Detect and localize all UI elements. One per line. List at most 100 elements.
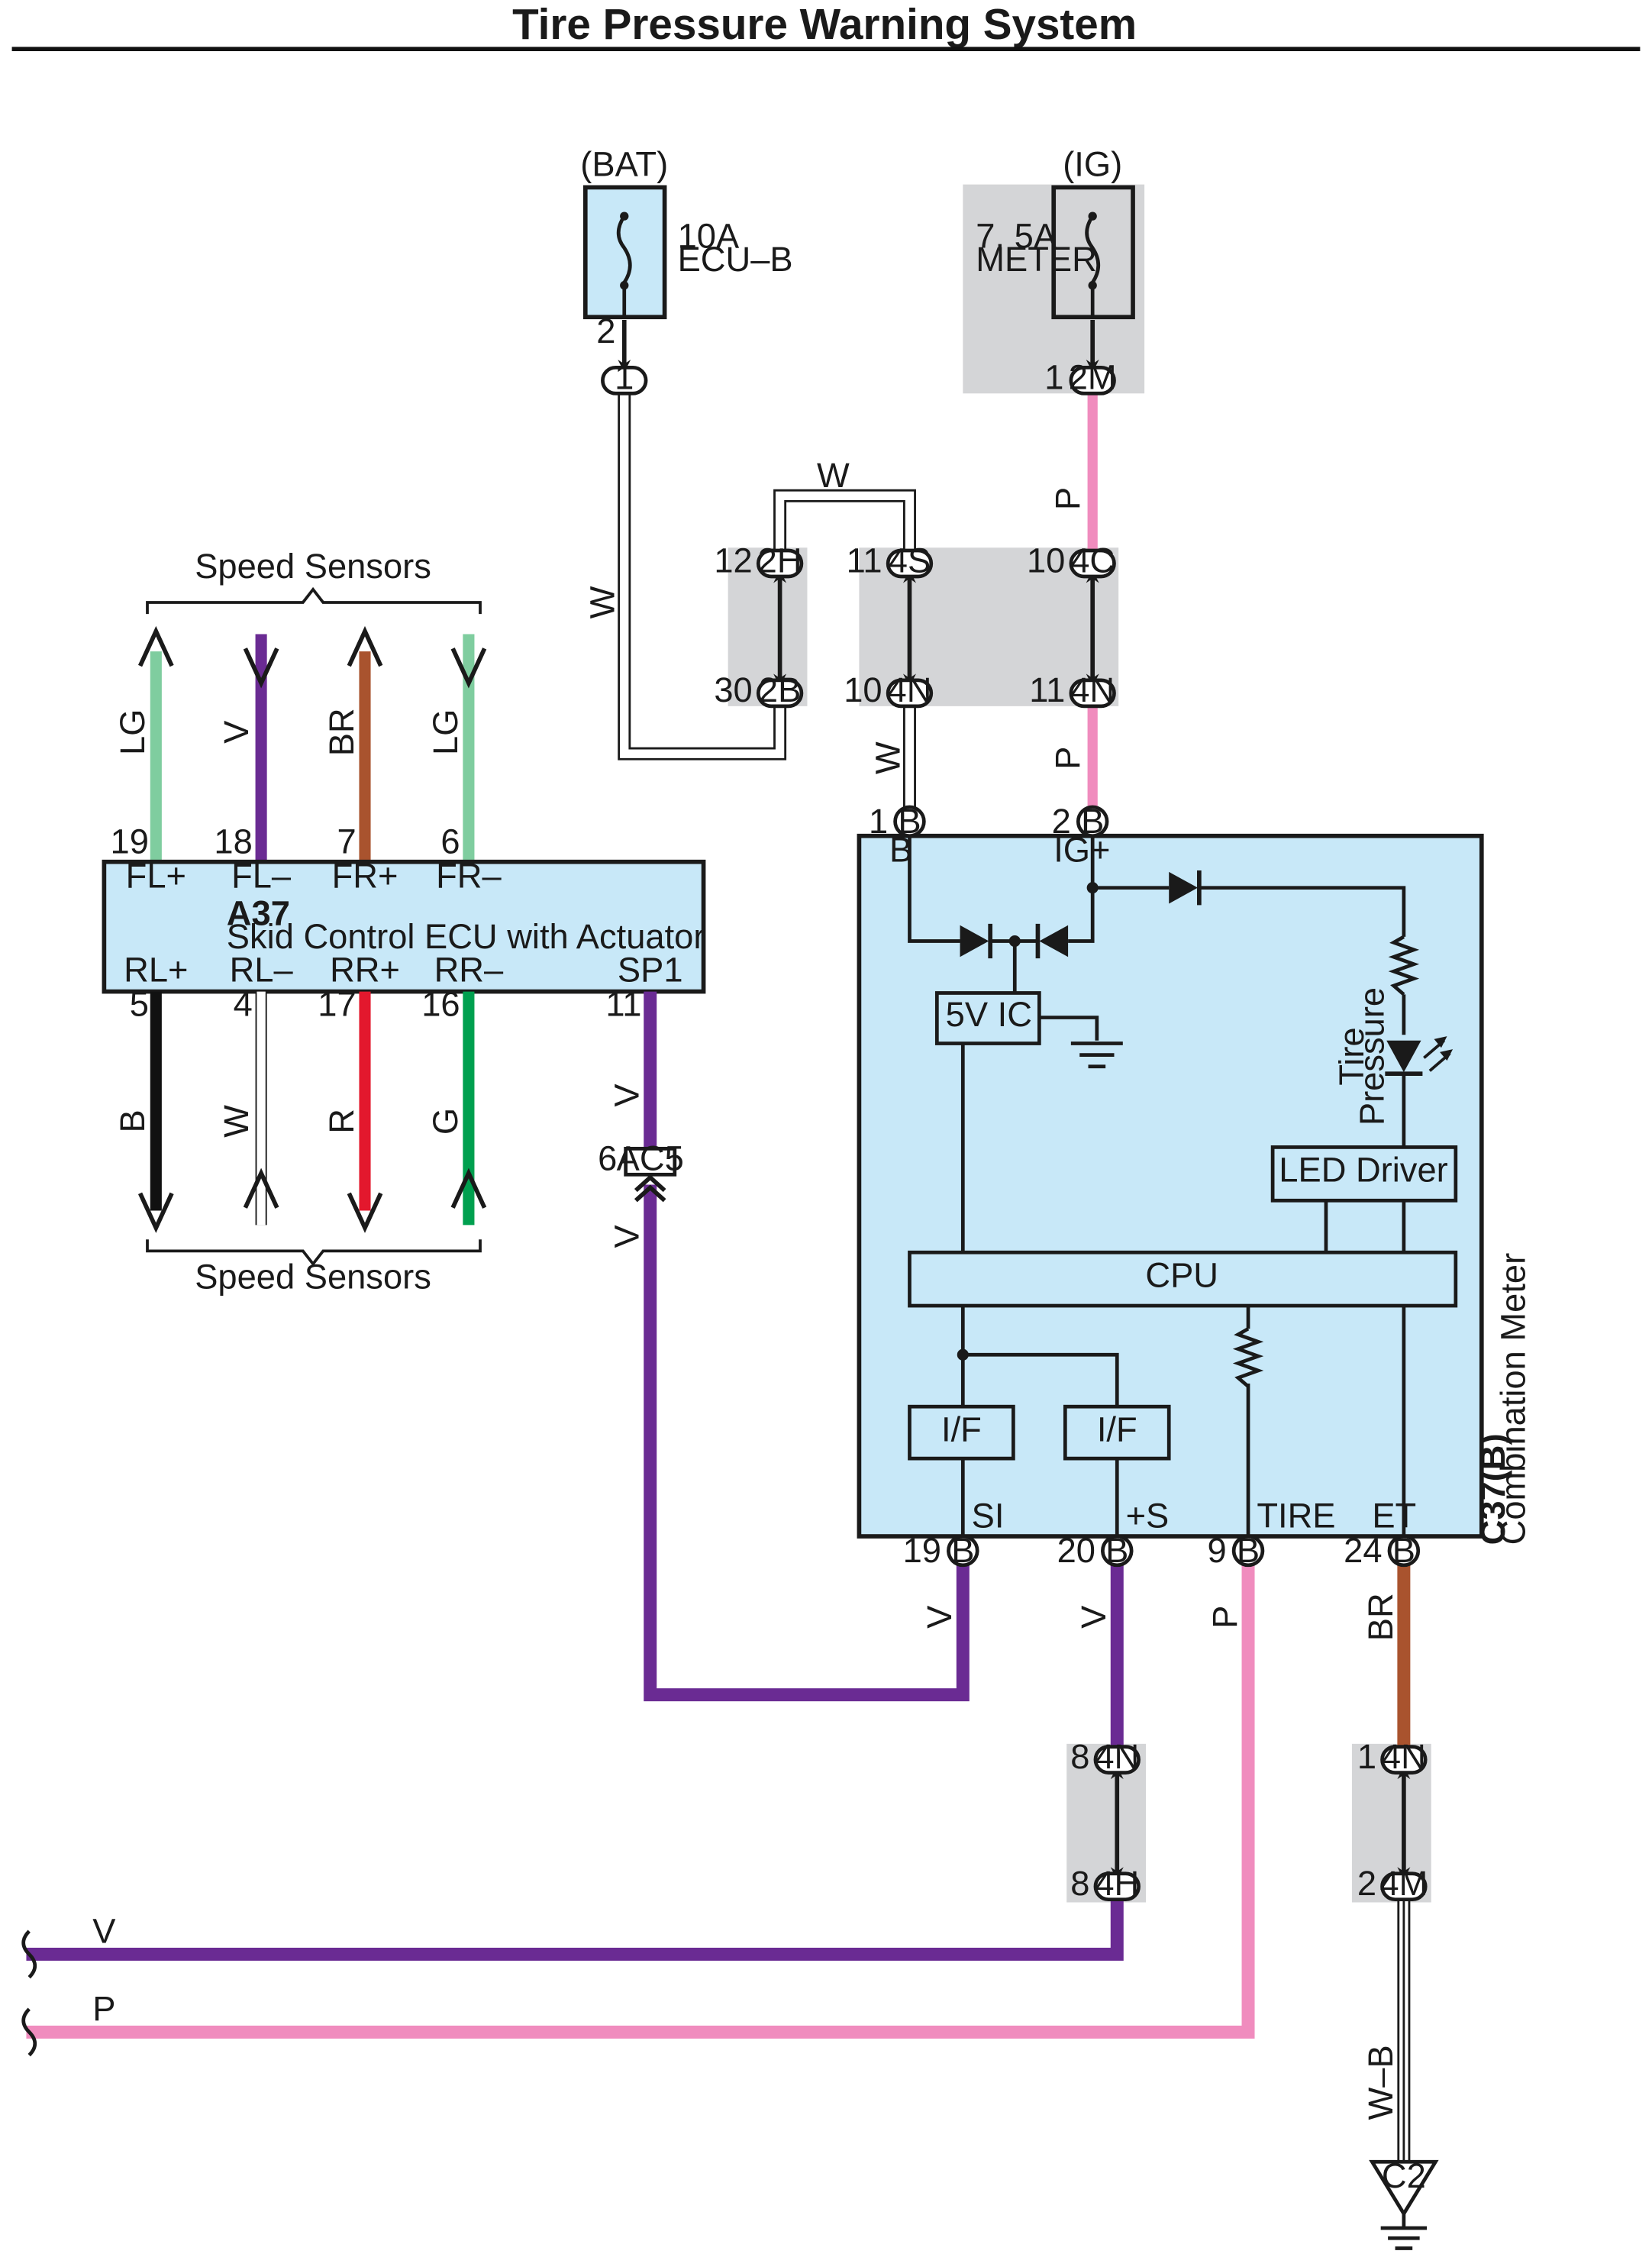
block-led-driver: LED Driver — [1270, 1145, 1458, 1203]
junction-4n-4h: 4N 4H 8 8 — [1070, 1737, 1141, 1903]
ecu-name-fl-minus: FL– — [231, 857, 292, 896]
svg-text:4N: 4N — [1095, 1737, 1139, 1776]
wire-fl-plus — [137, 625, 174, 862]
junction-dot-ig — [1086, 882, 1099, 894]
tire-pressure-led — [1385, 1036, 1454, 1077]
svg-text:B: B — [1105, 1531, 1128, 1570]
wire-v-sp1 — [644, 991, 970, 1702]
wire-rr-plus — [347, 991, 383, 1233]
ac5-pin: 6 — [598, 1139, 617, 1178]
svg-text:2M: 2M — [1069, 358, 1117, 397]
svg-text:8: 8 — [1070, 1864, 1089, 1903]
ecu-name: Skid Control ECU with Actuator — [227, 917, 705, 956]
bat-label: (BAT) — [580, 144, 668, 183]
meter-name-si: SI — [972, 1497, 1005, 1536]
ground-c2-icon: C2 — [1369, 2156, 1439, 2250]
meter-conn-b24: B — [1387, 1531, 1421, 1570]
svg-text:30: 30 — [714, 670, 752, 709]
svg-text:1: 1 — [615, 358, 634, 397]
svg-text:AC5: AC5 — [617, 1139, 684, 1178]
meter-code: C37(B) — [1473, 1433, 1512, 1545]
svg-text:4M: 4M — [1379, 1864, 1428, 1903]
meter-pin-9: 9 — [1208, 1531, 1227, 1570]
wire-code-v-si: V — [920, 1606, 959, 1629]
wire-code-v-fl: V — [217, 721, 256, 744]
page-title: Tire Pressure Warning System — [512, 0, 1137, 48]
wire-code-lg-1: LG — [113, 709, 152, 755]
meter-pin-2: 2 — [1052, 802, 1071, 841]
svg-text:B: B — [898, 802, 921, 841]
svg-text:I/F: I/F — [941, 1410, 982, 1448]
led-label-pressure: Pressure — [1352, 987, 1391, 1125]
ecu-name-fl-plus: FL+ — [126, 857, 186, 896]
svg-text:11: 11 — [1029, 670, 1065, 709]
meter-conn-b19: B — [947, 1531, 979, 1570]
meter-pin-20: 20 — [1057, 1531, 1095, 1570]
svg-text:12: 12 — [714, 541, 752, 580]
svg-text:4C: 4C — [1070, 541, 1115, 580]
wire-rl-plus — [137, 991, 174, 1233]
wire-code-p-2: P — [1048, 747, 1087, 770]
block-5v-ic: 5V IC — [934, 991, 1041, 1045]
ecu-code: A37 — [227, 894, 290, 933]
ecu-pin-4: 4 — [234, 985, 253, 1024]
wire-fr-minus — [450, 634, 487, 862]
ecu-name-rl-minus: RL– — [230, 950, 294, 989]
ecu-pin-11: 11 — [605, 985, 641, 1024]
svg-text:B: B — [1392, 1531, 1415, 1570]
wire-code-w-b: W–B — [1361, 2045, 1400, 2120]
meter-conn-b9: B — [1231, 1531, 1265, 1570]
wire-code-br-fr: BR — [322, 708, 361, 756]
meter-pin-19: 19 — [903, 1531, 941, 1570]
ig-pin: 1 — [1044, 358, 1063, 397]
wire-fl-minus — [243, 634, 279, 862]
svg-text:4S: 4S — [889, 541, 931, 580]
wire-code-br-et: BR — [1361, 1593, 1400, 1641]
meter-pin-1: 1 — [869, 802, 888, 841]
ecu-name-rr-minus: RR– — [434, 950, 504, 989]
wire-code-w-rl: W — [217, 1105, 256, 1138]
conn-pill-bat: 1 — [601, 320, 648, 397]
svg-text:4N: 4N — [888, 670, 932, 709]
svg-text:2: 2 — [1357, 1864, 1376, 1903]
meter-name-et: ET — [1372, 1497, 1416, 1536]
wire-rr-minus — [450, 991, 487, 1226]
ig-label: (IG) — [1063, 144, 1122, 183]
block-if-1: I/F — [908, 1404, 1015, 1461]
skid-ecu-box — [102, 859, 706, 994]
meter-pin-24: 24 — [1344, 1531, 1382, 1570]
ecu-name-sp1: SP1 — [618, 950, 683, 989]
wire-code-v-long: V — [92, 1911, 115, 1950]
diode-ig — [1015, 923, 1069, 959]
ecu-pin-19: 19 — [111, 822, 149, 861]
wire-code-b-rl: B — [113, 1109, 152, 1132]
bat-fuse-name: ECU–B — [678, 240, 793, 279]
wire-code-g-rr: G — [426, 1108, 465, 1135]
block-cpu: CPU — [908, 1250, 1458, 1308]
speed-sensors-brace-bottom — [146, 1239, 482, 1267]
junction-4s-4n: 4S 4N 11 10 — [844, 541, 934, 709]
svg-text:4H: 4H — [1095, 1864, 1139, 1903]
svg-text:CPU: CPU — [1145, 1256, 1218, 1295]
svg-text:8: 8 — [1070, 1737, 1089, 1776]
svg-text:10: 10 — [1027, 541, 1065, 580]
meter-internal-circuit — [908, 835, 1406, 1537]
ecu-pin-7: 7 — [337, 822, 356, 861]
speed-sensors-label-bottom: Speed Sensors — [195, 1257, 431, 1296]
ecu-pin-5: 5 — [130, 985, 149, 1024]
ecu-name-fr-plus: FR+ — [332, 857, 398, 896]
wire-fr-plus — [347, 625, 383, 862]
meter-conn-b20: B — [1101, 1531, 1134, 1570]
diode-led — [1169, 870, 1202, 906]
ecu-name-rl-plus: RL+ — [124, 950, 188, 989]
svg-text:4N: 4N — [1070, 670, 1115, 709]
ecu-pin-16: 16 — [421, 985, 460, 1024]
junction-4n-4m: 4N 4M 1 2 — [1357, 1737, 1428, 1903]
svg-text:5V IC: 5V IC — [946, 995, 1032, 1034]
wire-code-v-sp1-a: V — [608, 1083, 647, 1106]
meter-name-tire: TIRE — [1257, 1497, 1335, 1536]
svg-text:4N: 4N — [1382, 1737, 1426, 1776]
wire-code-w-2: W — [583, 586, 622, 618]
wire-code-p-long: P — [92, 1989, 115, 2028]
